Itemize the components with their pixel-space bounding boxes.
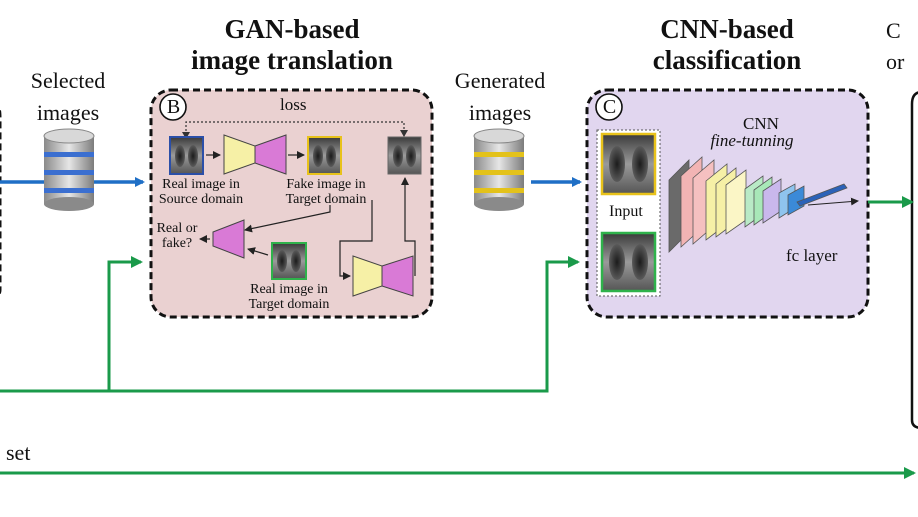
input-label: Input	[609, 203, 643, 220]
real-source-label: Real image in Source domain	[158, 177, 244, 207]
real-or-fake-label: Real or fake?	[156, 221, 198, 251]
discriminator	[212, 219, 245, 259]
green-arrow-to-cnn	[109, 256, 580, 393]
green-arrow-to-gan	[0, 256, 143, 393]
loss-loop	[185, 121, 405, 139]
generator-decoder-2	[381, 255, 414, 297]
fc-layer-label: fc layer	[786, 246, 838, 265]
badge-c-circle	[595, 93, 623, 121]
loss-label: loss	[280, 95, 307, 114]
right-partial-box	[910, 91, 918, 429]
xray-input-1-icon	[600, 132, 657, 196]
fine-tuning-label: fine-tunning	[710, 131, 794, 150]
selected-images-database-icon	[43, 128, 95, 211]
cnn-layers-icon	[668, 156, 848, 253]
generator-decoder-1	[254, 134, 287, 175]
selected-images-label: Selected images	[30, 68, 106, 125]
xray-reconstructed-icon	[387, 136, 422, 175]
xray-real-source-icon	[169, 136, 204, 175]
badge-c: C	[602, 96, 617, 118]
bottom-set-label: set	[6, 440, 31, 465]
right-partial-title: C or	[886, 18, 905, 74]
real-target-label: Real image in Target domain	[248, 282, 330, 312]
generated-images-database-icon	[473, 128, 525, 211]
cnn-label: CNN	[743, 114, 779, 133]
badge-b: B	[166, 96, 181, 118]
generated-images-label: Generated images	[454, 68, 546, 125]
xray-real-target-icon	[271, 242, 307, 280]
badge-b-circle	[159, 93, 187, 121]
xray-fake-target-icon	[307, 136, 342, 175]
gan-title: GAN-based image translation	[191, 14, 393, 75]
cnn-title: CNN-based classification	[652, 14, 802, 75]
xray-input-2-icon	[600, 231, 657, 293]
fake-target-label: Fake image in Target domain	[285, 177, 367, 207]
